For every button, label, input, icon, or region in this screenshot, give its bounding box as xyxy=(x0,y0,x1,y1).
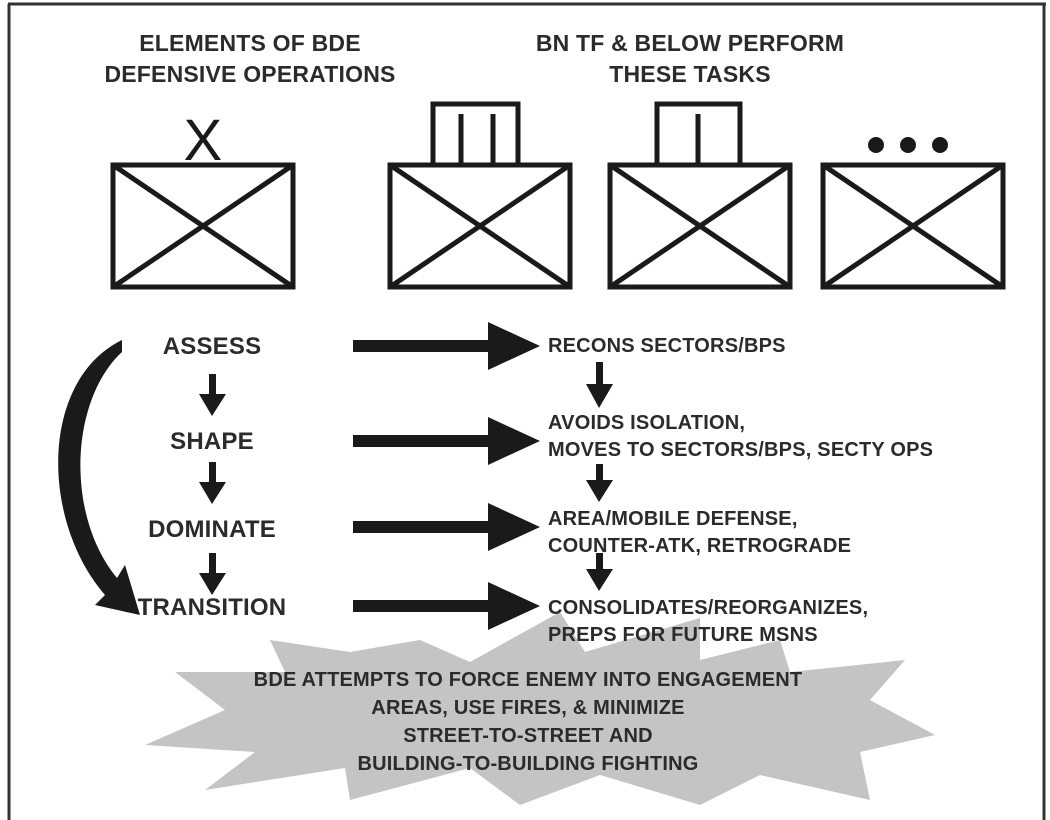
task-recons-line1: RECONS SECTORS/BPS xyxy=(548,335,786,357)
right-header: BN TF & BELOW PERFORM THESE TASKS xyxy=(490,28,890,90)
starburst-line1: BDE ATTEMPTS TO FORCE ENEMY INTO ENGAGEM… xyxy=(253,669,803,691)
task-consolidates-line2: PREPS FOR FUTURE MSNS xyxy=(548,624,818,646)
left-header-line1: ELEMENTS OF BDE xyxy=(139,30,361,56)
task-avoids-line1: AVOIDS ISOLATION, xyxy=(548,412,746,434)
right-header-line1: BN TF & BELOW PERFORM xyxy=(535,30,845,56)
task-recons: RECONS SECTORS/BPS xyxy=(548,333,786,360)
task-avoids: AVOIDS ISOLATION, MOVES TO SECTORS/BPS, … xyxy=(548,410,933,464)
task-avoids-line2: MOVES TO SECTORS/BPS, SECTY OPS xyxy=(548,439,934,461)
starburst-line2: AREAS, USE FIRES, & MINIMIZE xyxy=(371,697,685,719)
starburst-shape xyxy=(145,612,935,805)
battalion-unit-symbol xyxy=(387,101,573,290)
phase-label-dominate: DOMINATE xyxy=(148,516,276,543)
horizontal-arrow-dominate xyxy=(353,503,540,551)
task-area-defense-line1: AREA/MOBILE DEFENSE, xyxy=(548,508,798,530)
task-down-arrow-2 xyxy=(586,464,613,502)
task-consolidates: CONSOLIDATES/REORGANIZES, PREPS FOR FUTU… xyxy=(548,595,868,649)
horizontal-arrow-transition xyxy=(353,582,540,630)
platoon-unit-symbol xyxy=(820,137,1006,290)
phase-down-arrow-1 xyxy=(199,374,226,416)
brigade-unit-symbol xyxy=(110,162,296,290)
task-area-defense-line2: COUNTER-ATK, RETROGRADE xyxy=(548,535,852,557)
task-down-arrow-1 xyxy=(586,362,613,408)
horizontal-arrow-shape xyxy=(353,417,540,465)
starburst-line3: STREET-TO-STREET AND xyxy=(403,725,653,747)
horizontal-arrow-assess xyxy=(353,322,540,370)
curved-cycle-arrow xyxy=(58,340,140,615)
phase-label-assess: ASSESS xyxy=(162,333,262,360)
phase-down-arrow-3 xyxy=(199,553,226,595)
left-header-line2: DEFENSIVE OPERATIONS xyxy=(104,61,396,87)
left-header: ELEMENTS OF BDE DEFENSIVE OPERATIONS xyxy=(85,28,415,90)
starburst-line4: BUILDING-TO-BUILDING FIGHTING xyxy=(357,753,699,775)
task-down-arrow-3 xyxy=(586,553,613,591)
starburst-text: BDE ATTEMPTS TO FORCE ENEMY INTO ENGAGEM… xyxy=(178,666,878,778)
task-consolidates-line1: CONSOLIDATES/REORGANIZES, xyxy=(548,597,869,619)
phase-down-arrow-2 xyxy=(199,462,226,504)
phase-label-shape: SHAPE xyxy=(170,428,254,455)
brigade-x-mark: X xyxy=(183,108,223,173)
company-unit-symbol xyxy=(607,101,793,290)
task-area-defense: AREA/MOBILE DEFENSE, COUNTER-ATK, RETROG… xyxy=(548,506,851,560)
right-header-line2: THESE TASKS xyxy=(609,61,771,87)
phase-label-transition: TRANSITION xyxy=(137,594,287,621)
